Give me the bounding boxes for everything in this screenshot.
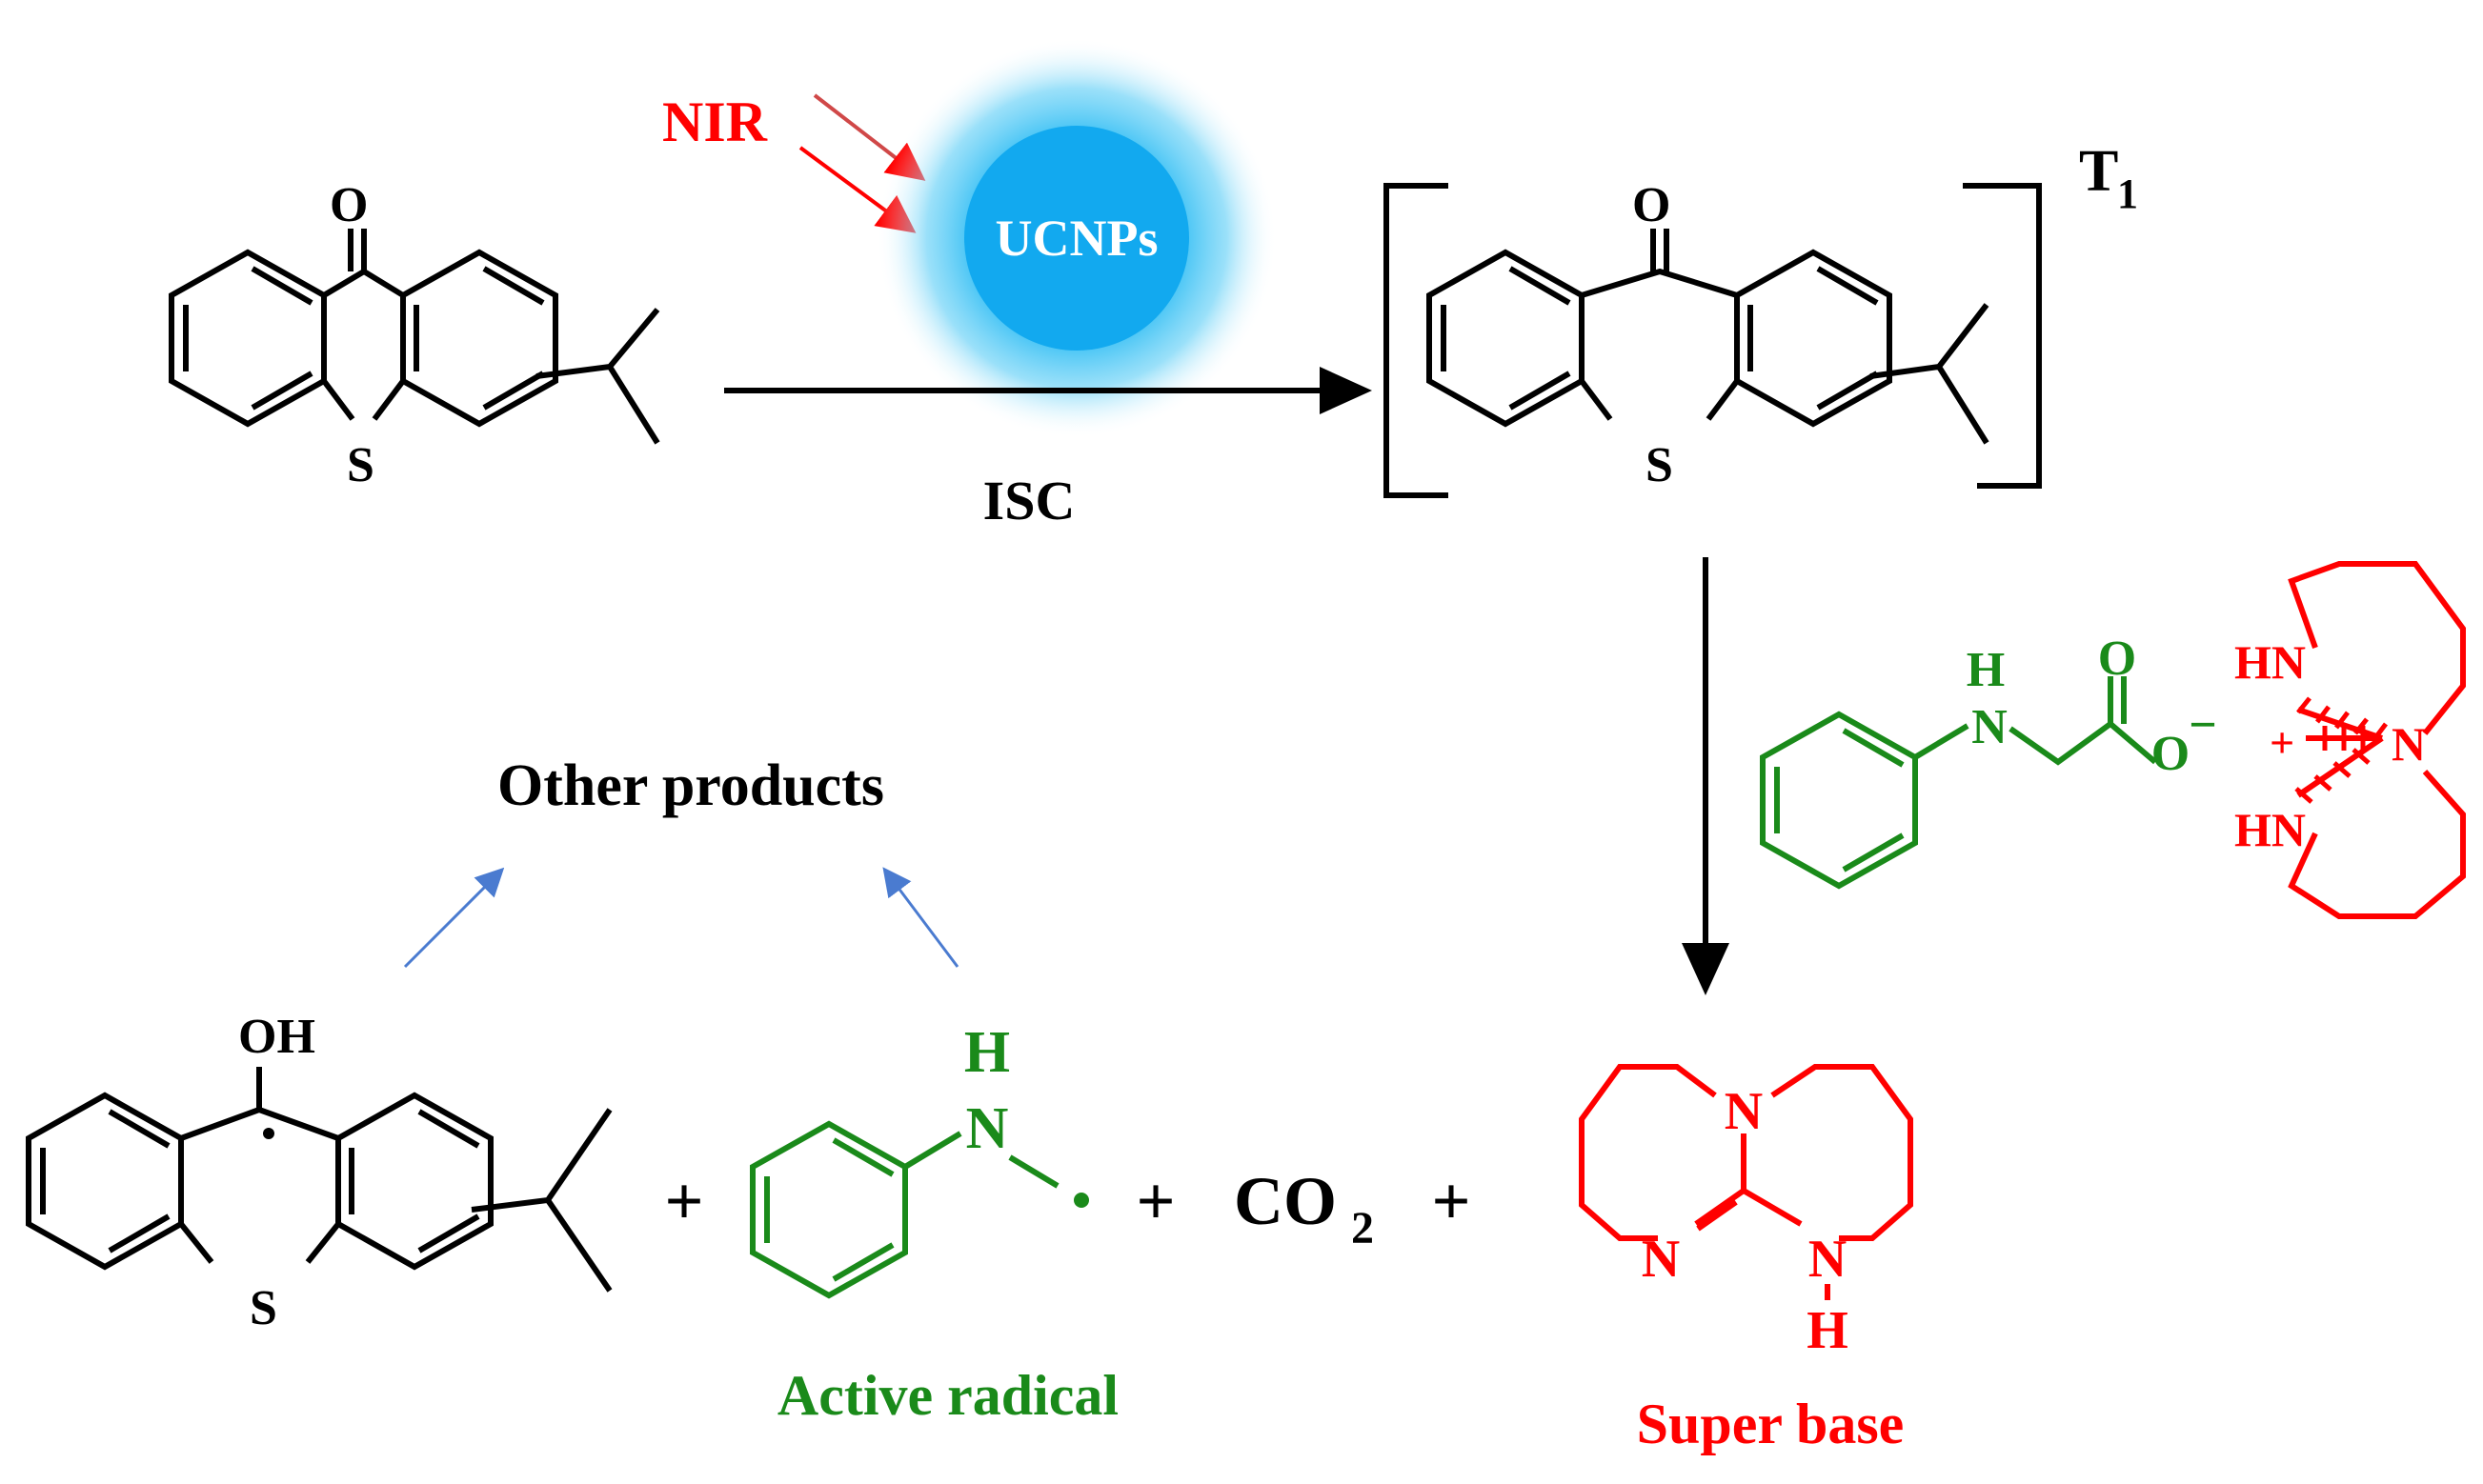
tbd-imine-n: N: [1642, 1230, 1680, 1289]
carboxyl-charge: −: [2189, 698, 2217, 752]
other-products: Other products: [403, 753, 959, 969]
ketyl-radical: OH S: [26, 1010, 613, 1335]
hydroxyl-group: OH: [238, 1010, 315, 1064]
plus-2: +: [1136, 1163, 1175, 1239]
tbd-bridgehead-n: N: [1725, 1082, 1763, 1141]
upconversion-excitation: NIR UCNPs: [662, 38, 1277, 438]
triplet-carbonyl-oxygen: O: [1632, 178, 1670, 232]
aminyl-h: H: [964, 1020, 1010, 1085]
tbd-cation-n: N: [2392, 717, 2426, 771]
aminyl-radical-dot: [1074, 1193, 1089, 1208]
isc-reaction-arrow: ISC: [724, 367, 1372, 531]
plus-3: +: [1431, 1163, 1470, 1239]
plus-1: +: [664, 1163, 703, 1239]
nir-label: NIR: [662, 90, 768, 153]
ucnp-particle: [964, 126, 1189, 351]
triplet-subscript: 1: [2117, 170, 2138, 217]
triplet-label: T: [2079, 139, 2118, 204]
aminyl-n: N: [966, 1096, 1009, 1161]
active-radical-label: Active radical: [777, 1364, 1119, 1427]
triplet-ring-sulfur: S: [1645, 438, 1673, 492]
tbd-amine-h: H: [1807, 1301, 1848, 1360]
tbd-cation-hn-top: HN: [2234, 635, 2306, 689]
other-products-label: Other products: [497, 753, 884, 818]
glycine-h: H: [1967, 643, 2005, 697]
glycine-n: N: [1971, 700, 2008, 754]
carbon-dioxide: CO 2: [1234, 1163, 1374, 1253]
tbd-amine-n: N: [1808, 1230, 1847, 1289]
carboxyl-o-single: O: [2151, 727, 2190, 781]
ucnp-label: UCNPs: [996, 210, 1159, 267]
ketyl-ring-sulfur: S: [250, 1281, 277, 1335]
co2-label: CO: [1234, 1163, 1337, 1239]
triplet-thioxanthone: T 1 O S: [1383, 139, 2138, 498]
phenylglycinate-anion: H N O O −: [1760, 632, 2217, 890]
tbd-cation: HN HN N +: [2234, 561, 2466, 919]
tbd-cation-hn-bottom: HN: [2234, 803, 2306, 856]
super-base-label: Super base: [1637, 1393, 1905, 1455]
tbd-cation-charge: +: [2270, 718, 2294, 767]
carboxyl-o-double: O: [2098, 632, 2136, 686]
electron-transfer-arrow: [1682, 557, 1729, 995]
carbonyl-oxygen: O: [330, 178, 368, 232]
isc-label: ISC: [983, 470, 1076, 531]
isopropylthioxanthone-start: O S: [169, 178, 660, 492]
co2-subscript: 2: [1351, 1203, 1374, 1253]
tbd-super-base: N N N H Super base: [1579, 1064, 1913, 1455]
ketyl-radical-dot: [263, 1128, 274, 1139]
anilino-radical: H N Active radical: [750, 1020, 1119, 1427]
ring-sulfur: S: [347, 438, 374, 492]
